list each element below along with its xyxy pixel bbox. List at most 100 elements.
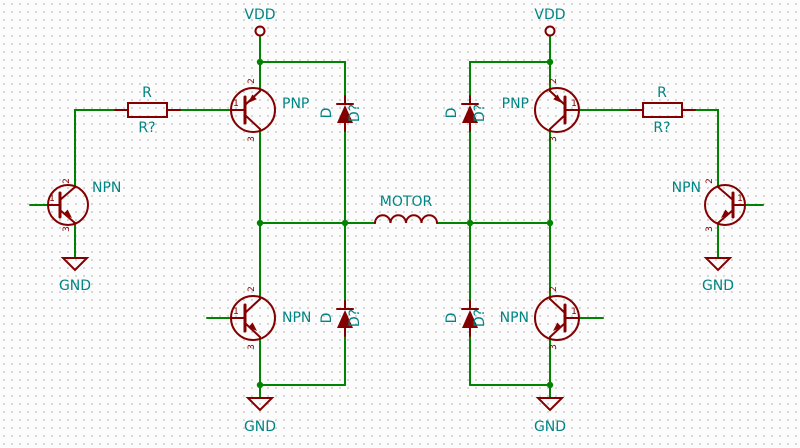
- wire-driver-collector-left: [74, 109, 116, 188]
- collector-segment: [59, 186, 76, 201]
- emitter-arrow-icon: [721, 209, 730, 218]
- transistor-pnp-high-right[interactable]: PNP 1 2 3: [502, 78, 580, 142]
- collector-segment: [717, 186, 734, 201]
- wire-driver-collector-right: [694, 109, 719, 188]
- resistor-body: [127, 102, 168, 118]
- gnd-symbol-bridge-right[interactable]: GND: [534, 397, 566, 435]
- emitter-segment: [59, 209, 76, 224]
- pin-number: 3: [705, 226, 715, 232]
- wire-net: [29, 35, 764, 399]
- emitter-arrow-icon: [248, 322, 257, 331]
- diode-bottom-left[interactable]: D D?: [319, 300, 363, 337]
- pin-number: 1: [49, 194, 55, 204]
- transistor-npn-driver-left[interactable]: NPN 1 2 3: [47, 178, 121, 232]
- diode-triangle: [462, 105, 478, 123]
- transistor-pnp-high-left[interactable]: PNP 1 2 3: [230, 78, 309, 142]
- pin-number: 2: [549, 286, 559, 292]
- pnp-right-label: PNP: [502, 96, 529, 112]
- transistor-npn-driver-right[interactable]: NPN 1 2 3: [672, 178, 746, 232]
- wire-vdd-branch-right: [469, 61, 551, 97]
- junction-dot: [546, 58, 554, 66]
- pin-number: 3: [549, 344, 559, 350]
- pnp-left-label: PNP: [282, 96, 309, 112]
- junction-dot: [256, 58, 264, 66]
- pin-number: 2: [247, 78, 257, 84]
- junction-dot: [341, 219, 349, 227]
- diode-bottom-left-ref: D: [319, 313, 335, 324]
- diode-top-left-ref: D: [319, 108, 335, 119]
- pin-number: 1: [233, 99, 239, 109]
- gnd-triangle-icon: [535, 397, 565, 412]
- pin-number: 2: [247, 286, 257, 292]
- emitter-arrow-icon: [248, 94, 257, 103]
- diode-triangle: [337, 310, 353, 328]
- emitter-segment: [549, 322, 566, 338]
- npn-driver-left-label: NPN: [92, 180, 121, 196]
- diode-bottom-right[interactable]: D D?: [444, 300, 488, 337]
- gnd-triangle-icon: [703, 257, 733, 272]
- vdd-symbol-right[interactable]: VDD: [534, 7, 566, 37]
- resistor-right-value: R?: [653, 120, 670, 136]
- pin-number: 2: [62, 178, 72, 184]
- diode-top-right-value: D?: [472, 104, 488, 122]
- vdd-circle-icon: [254, 25, 266, 37]
- gnd-driver-left-label: GND: [59, 278, 91, 294]
- pin-number: 3: [247, 344, 257, 350]
- junction-dot: [466, 219, 474, 227]
- resistor-right[interactable]: R R?: [629, 85, 696, 136]
- gnd-symbol-bridge-left[interactable]: GND: [244, 397, 276, 435]
- diode-bottom-left-value: D?: [347, 309, 363, 327]
- gnd-bridge-right-label: GND: [534, 419, 566, 435]
- resistor-right-ref: R: [657, 85, 667, 101]
- resistor-body: [642, 102, 683, 118]
- gnd-symbol-driver-left[interactable]: GND: [59, 257, 91, 294]
- pin-number: 2: [549, 78, 559, 84]
- diode-top-right[interactable]: D D?: [444, 95, 488, 132]
- pin-number: 3: [549, 136, 559, 142]
- npn-low-left-label: NPN: [282, 310, 311, 326]
- diode-triangle: [462, 310, 478, 328]
- diode-top-left-value: D?: [347, 104, 363, 122]
- diode-top-right-ref: D: [444, 108, 460, 119]
- diode-top-left[interactable]: D D?: [319, 95, 363, 132]
- junction-dots: [256, 58, 554, 389]
- resistor-left[interactable]: R R?: [114, 85, 181, 136]
- collector-segment: [244, 114, 261, 130]
- junction-dot: [256, 219, 264, 227]
- diode-triangle: [337, 105, 353, 123]
- npn-driver-right-label: NPN: [672, 180, 701, 196]
- motor-label: MOTOR: [380, 194, 433, 210]
- vdd-circle-icon: [544, 25, 556, 37]
- pin-number: 3: [62, 226, 72, 232]
- npn-low-right-label: NPN: [500, 310, 529, 326]
- diode-bottom-right-ref: D: [444, 313, 460, 324]
- junction-dot: [546, 219, 554, 227]
- transistor-npn-low-right[interactable]: NPN 1 2 3: [500, 286, 580, 350]
- gnd-driver-right-label: GND: [702, 278, 734, 294]
- emitter-segment: [244, 322, 261, 338]
- junction-dot: [256, 381, 264, 389]
- collector-segment: [549, 298, 566, 314]
- resistor-left-ref: R: [142, 85, 152, 101]
- pin-number: 1: [571, 307, 577, 317]
- gnd-symbol-driver-right[interactable]: GND: [702, 257, 734, 294]
- pin-number: 2: [705, 178, 715, 184]
- pin-number: 1: [737, 194, 743, 204]
- motor-inductor[interactable]: MOTOR: [374, 194, 438, 224]
- gnd-triangle-icon: [60, 257, 90, 272]
- motor-coil: [374, 214, 438, 224]
- junction-dot: [546, 381, 554, 389]
- transistor-npn-low-left[interactable]: NPN 1 2 3: [230, 286, 311, 350]
- resistor-left-value: R?: [138, 120, 155, 136]
- diode-bottom-right-value: D?: [472, 309, 488, 327]
- vdd-symbol-left[interactable]: VDD: [244, 7, 276, 37]
- collector-segment: [549, 114, 566, 130]
- vdd-right-label: VDD: [534, 7, 565, 23]
- gnd-triangle-icon: [245, 397, 275, 412]
- wire-vdd-branch-left: [259, 61, 346, 97]
- pin-number: 3: [247, 136, 257, 142]
- gnd-bridge-left-label: GND: [244, 419, 276, 435]
- vdd-left-label: VDD: [244, 7, 275, 23]
- emitter-arrow-icon: [63, 209, 72, 218]
